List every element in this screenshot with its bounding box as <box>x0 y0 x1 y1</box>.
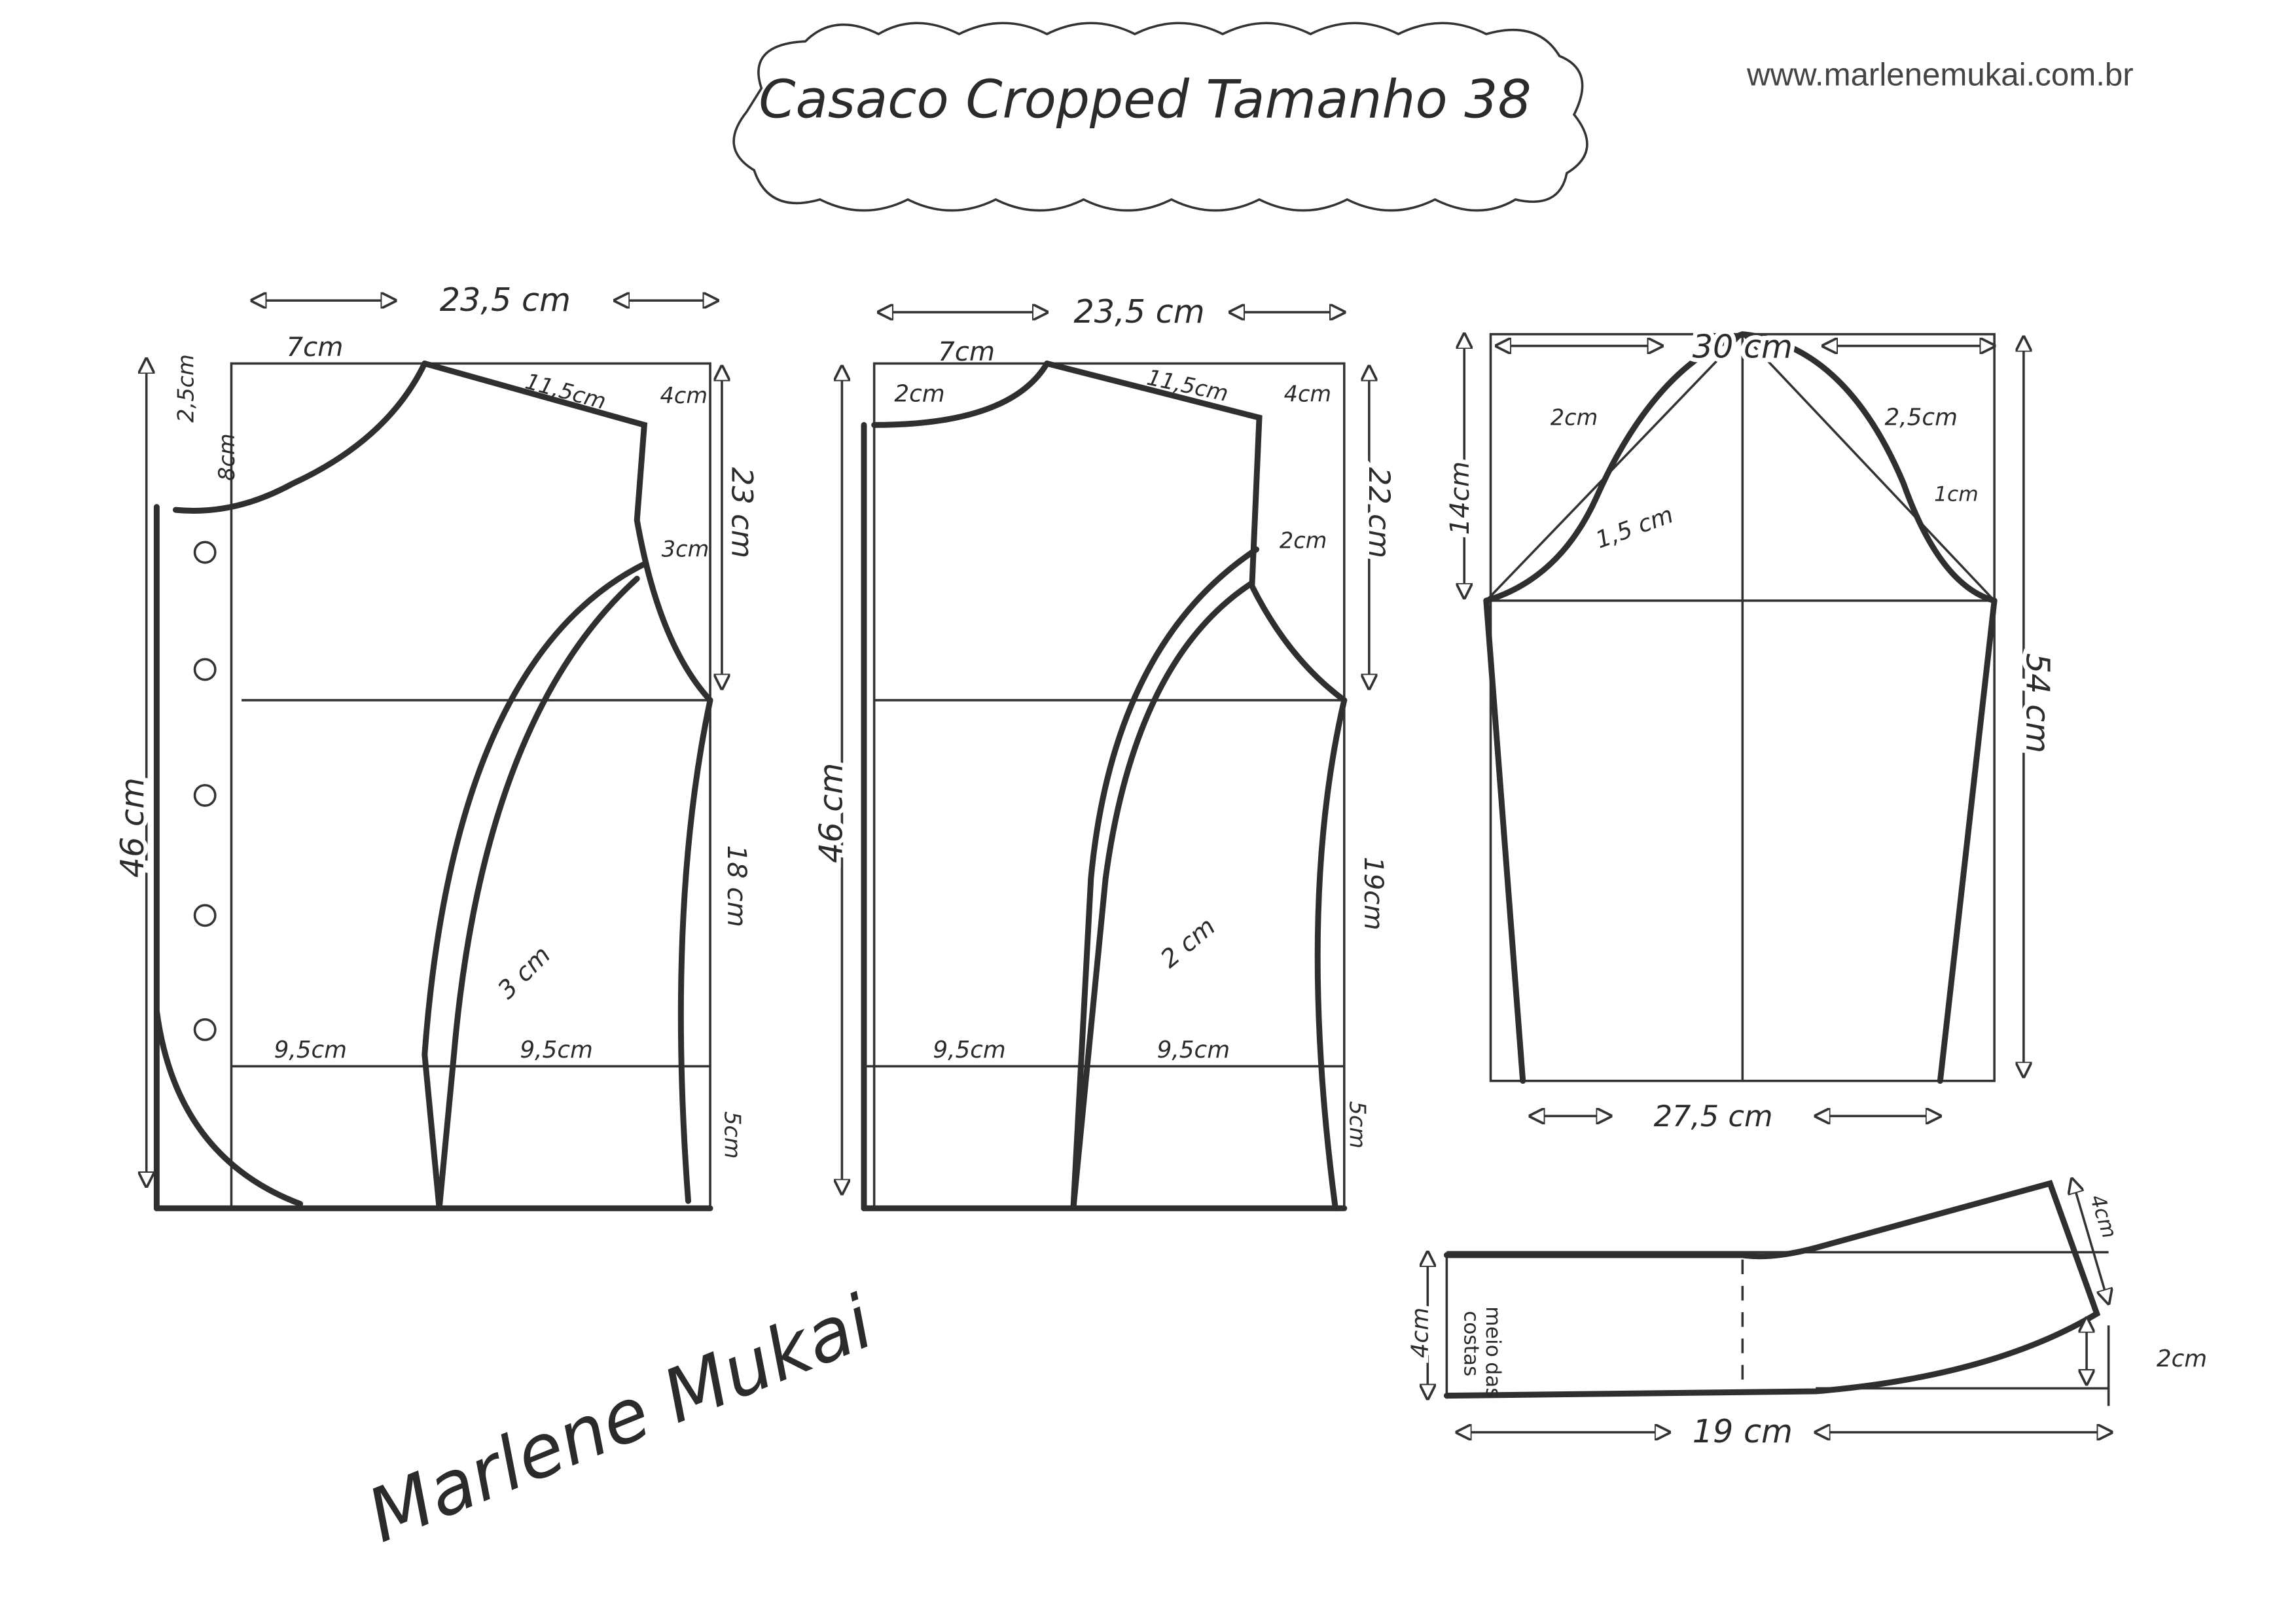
back-shoulder-drop-label: 4cm <box>1284 382 1331 407</box>
front-width-label: 23,5 cm <box>440 281 571 319</box>
front-shoulder-label: 11,5cm <box>522 368 609 414</box>
sleeve-pattern-piece: 30 cm 2cm 2,5cm 1cm 1,5 cm 14cm 54 cm 27… <box>1441 323 2061 1133</box>
collar-pattern-piece: 19 cm 4cm meio das costas 4cm 2cm <box>1403 1179 2207 1450</box>
sleeve-cap-height-label: 14cm <box>1445 461 1475 535</box>
button-marker <box>193 1018 217 1041</box>
front-dart-left-label: 9,5cm <box>274 1037 347 1063</box>
back-dart-left-label: 9,5cm <box>933 1037 1005 1063</box>
button-marker <box>193 658 217 681</box>
website-url: www.marlenemukai.com.br <box>1746 56 2134 92</box>
front-neck-width-label: 7cm <box>287 332 344 363</box>
back-neck-depth-label: 2cm <box>894 381 944 408</box>
back-width-label: 23,5 cm <box>1073 293 1204 330</box>
back-dart-right-label: 9,5cm <box>1157 1037 1230 1063</box>
collar-height-label: 4cm <box>1407 1308 1433 1358</box>
collar-center-back-line1: meio <box>1481 1306 1505 1357</box>
collar-tip-width-label: 4cm <box>2085 1192 2121 1241</box>
front-armhole-curve-label: 3cm <box>662 537 709 562</box>
designer-signature: Marlene Mukai <box>356 1280 884 1560</box>
collar-center-back-line2: das <box>1481 1362 1505 1398</box>
sleeve-cap-right-label: 2,5cm <box>1885 404 1958 431</box>
button-markers <box>193 541 217 1041</box>
back-dart-width-label: 2 cm <box>1155 912 1221 973</box>
front-neck-offset-label: 2,5cm <box>173 354 198 422</box>
page-title: Casaco Cropped Tamanho 38 <box>759 69 1531 130</box>
back-armhole-curve-label: 2cm <box>1280 527 1327 553</box>
sleeve-cap-right-low-label: 1cm <box>1934 483 1979 507</box>
title-cloud: Casaco Cropped Tamanho 38 <box>732 22 1588 212</box>
front-shoulder-drop-label: 4cm <box>660 383 708 408</box>
back-armhole-depth-label: 22 cm <box>1362 467 1397 558</box>
back-waist-hip-label: 19cm <box>1358 857 1388 931</box>
button-marker <box>193 541 217 564</box>
sleeve-cap-left-label: 2cm <box>1551 404 1598 430</box>
front-dart-right-label: 9,5cm <box>520 1037 592 1063</box>
collar-center-back-line3: costas <box>1459 1311 1482 1376</box>
button-marker <box>193 783 217 807</box>
front-neck-depth-label: 8cm <box>214 433 240 480</box>
front-dart-width-label: 3 cm <box>492 940 556 1005</box>
front-pattern-piece: 23,5 cm 7cm 11,5cm 4cm 2,5cm 8cm 23 cm 3… <box>109 281 760 1211</box>
front-armhole-depth-label: 23 cm <box>725 467 760 558</box>
sleeve-width-label: 30 cm <box>1693 327 1793 365</box>
collar-length-label: 19 cm <box>1693 1412 1793 1450</box>
sleeve-cap-left-low-label: 1,5 cm <box>1592 501 1677 554</box>
sleeve-cuff-label: 27,5 cm <box>1654 1099 1773 1133</box>
back-neck-width-label: 7cm <box>938 337 995 367</box>
sleeve-length-label: 54 cm <box>2018 653 2056 753</box>
front-waist-hip-label: 18 cm <box>721 845 751 927</box>
front-hem-label: 5cm <box>719 1111 745 1158</box>
back-length-label: 46 cm <box>812 763 850 863</box>
back-hem-label: 5cm <box>1345 1101 1371 1149</box>
button-marker <box>193 904 217 927</box>
collar-tip-rise-label: 2cm <box>2157 1346 2207 1372</box>
back-pattern-piece: 23,5 cm 7cm 2cm 11,5cm 4cm 22 cm 2cm 46 … <box>808 293 1401 1211</box>
front-length-label: 46 cm <box>113 777 151 878</box>
